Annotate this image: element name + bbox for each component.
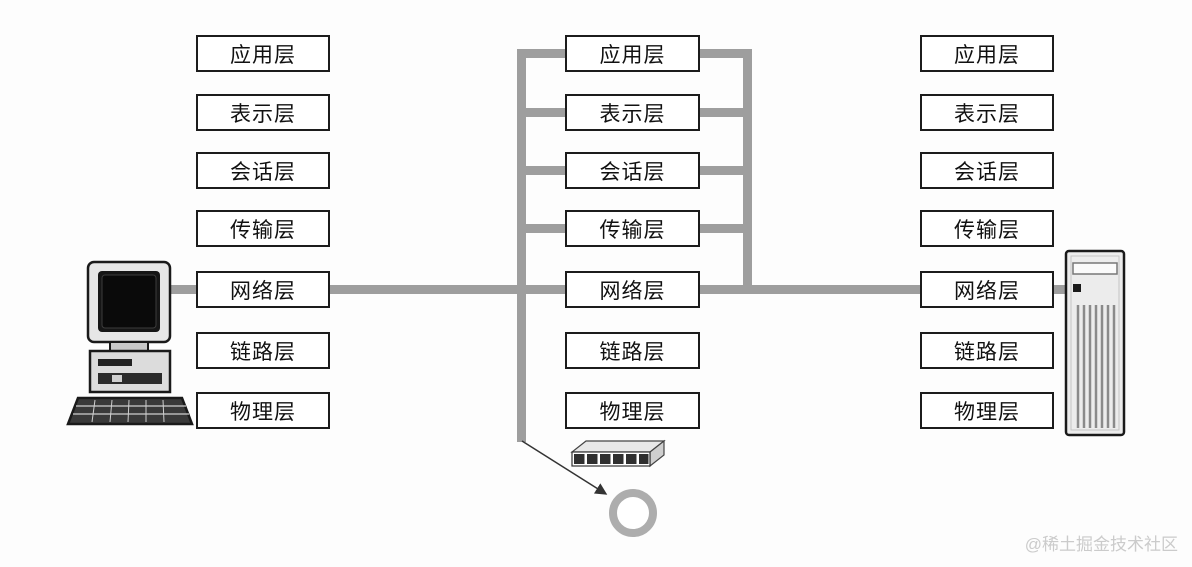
middle-network-layer-box: 网络层 xyxy=(565,271,700,308)
middle-right-stub-transport xyxy=(700,224,752,233)
ring-network-icon xyxy=(609,489,657,537)
right-application-layer-box: 应用层 xyxy=(920,35,1054,72)
link-left-to-middle-stack xyxy=(330,285,565,294)
arrow-to-ring xyxy=(521,440,608,495)
hub-icon xyxy=(570,439,666,468)
middle-left-bus xyxy=(517,49,526,442)
middle-right-stub-presentation xyxy=(700,108,752,117)
left-session-layer-box: 会话层 xyxy=(196,152,330,189)
middle-application-layer-box: 应用层 xyxy=(565,35,700,72)
left-presentation-layer-box: 表示层 xyxy=(196,94,330,131)
middle-datalink-layer-box: 链路层 xyxy=(565,332,700,369)
right-presentation-layer-box: 表示层 xyxy=(920,94,1054,131)
middle-right-stub-application xyxy=(700,49,752,58)
left-application-layer-box: 应用层 xyxy=(196,35,330,72)
link-computer-to-left-stack xyxy=(166,285,196,294)
right-physical-layer-box: 物理层 xyxy=(920,392,1054,429)
middle-left-stub-transport xyxy=(517,224,565,233)
right-network-layer-box: 网络层 xyxy=(920,271,1054,308)
middle-left-stub-presentation xyxy=(517,108,565,117)
right-datalink-layer-box: 链路层 xyxy=(920,332,1054,369)
middle-right-stub-session xyxy=(700,166,752,175)
middle-transport-layer-box: 传输层 xyxy=(565,210,700,247)
left-transport-layer-box: 传输层 xyxy=(196,210,330,247)
left-datalink-layer-box: 链路层 xyxy=(196,332,330,369)
middle-left-stub-application xyxy=(517,49,565,58)
left-physical-layer-box: 物理层 xyxy=(196,392,330,429)
link-middle-to-right-stack xyxy=(700,285,920,294)
left-network-layer-box: 网络层 xyxy=(196,271,330,308)
middle-left-stub-session xyxy=(517,166,565,175)
middle-presentation-layer-box: 表示层 xyxy=(565,94,700,131)
middle-session-layer-box: 会话层 xyxy=(565,152,700,189)
watermark: @稀土掘金技术社区 xyxy=(1024,535,1178,554)
middle-physical-layer-box: 物理层 xyxy=(565,392,700,429)
right-transport-layer-box: 传输层 xyxy=(920,210,1054,247)
server-icon xyxy=(1064,249,1126,437)
link-right-stack-to-server xyxy=(1054,285,1070,294)
right-session-layer-box: 会话层 xyxy=(920,152,1054,189)
